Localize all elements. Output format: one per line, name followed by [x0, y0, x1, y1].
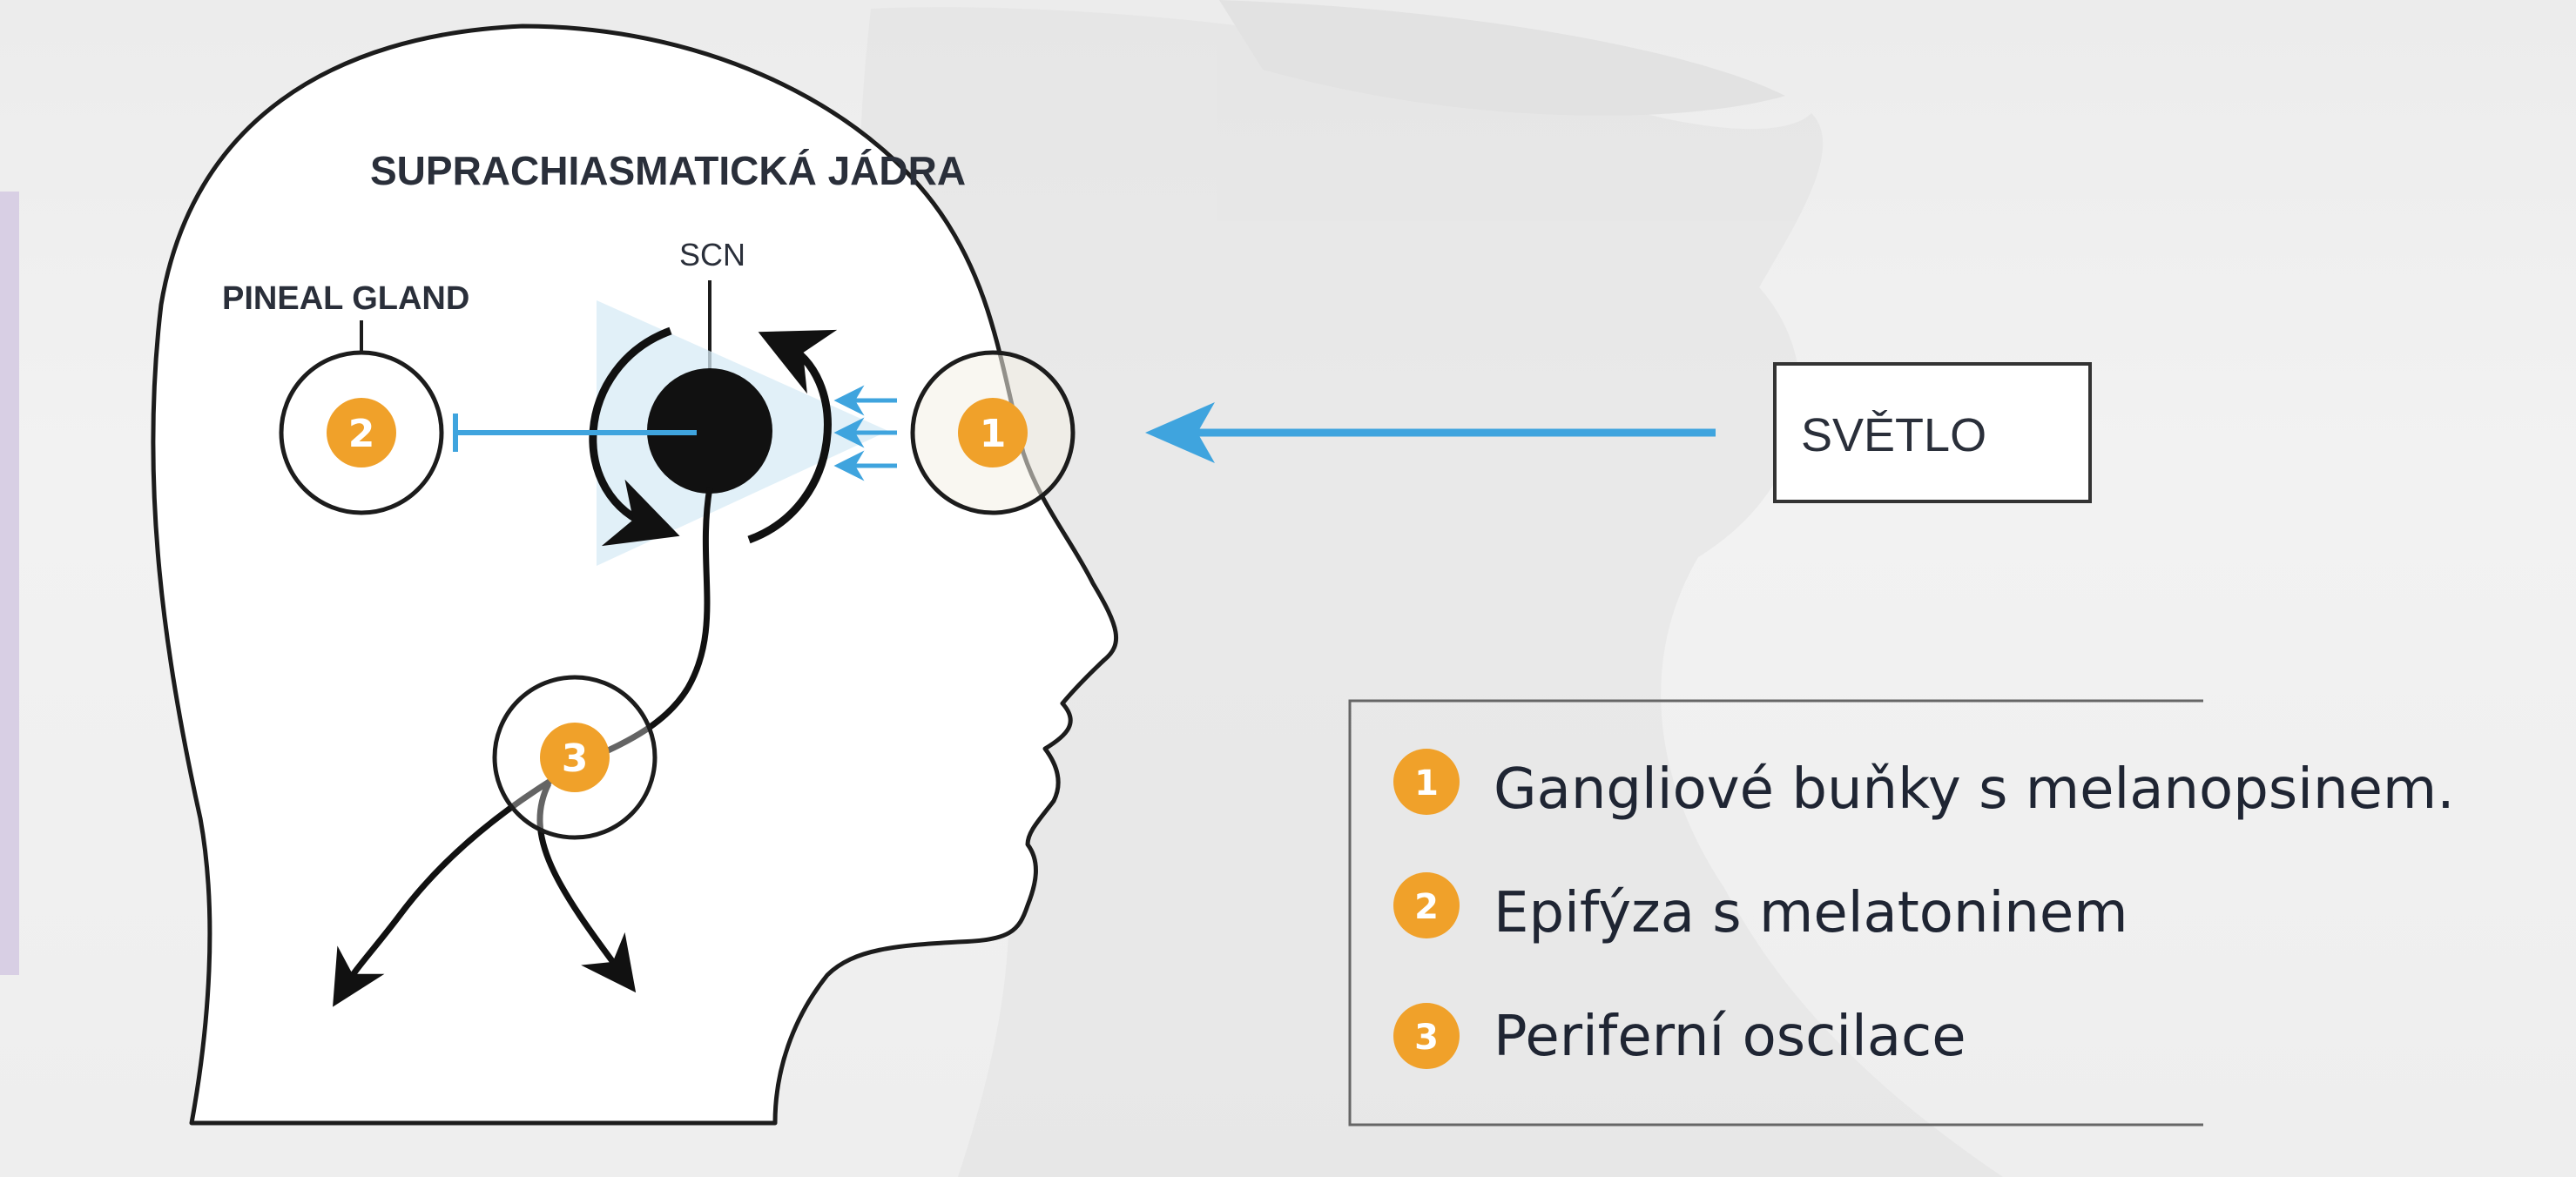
scn-label: SCN [679, 237, 745, 272]
legend-badge-number: 3 [1414, 1018, 1439, 1058]
light-box-label: SVĚTLO [1801, 409, 1986, 461]
legend-item-2: 2 Epifýza s melatoninem [1393, 872, 2128, 945]
eye-ganglion-marker: 1 [913, 353, 1073, 513]
diagram-heading: SUPRACHIASMATICKÁ JÁDRA [370, 148, 966, 193]
marker-number: 1 [980, 412, 1007, 456]
legend-badge-number: 2 [1414, 887, 1439, 927]
legend: 1 Gangliové buňky s melanopsinem. 2 Epif… [1350, 701, 2455, 1125]
marker-number: 2 [348, 412, 375, 456]
legend-badge-number: 1 [1414, 763, 1439, 804]
legend-item-1: 1 Gangliové buňky s melanopsinem. [1393, 749, 2455, 822]
left-edge-band [0, 192, 19, 975]
pineal-gland-label: PINEAL GLAND [222, 280, 469, 317]
pineal-gland-marker: 2 [281, 353, 442, 513]
peripheral-oscillator-marker: 3 [495, 677, 655, 837]
marker-number: 3 [562, 736, 589, 781]
light-box: SVĚTLO [1775, 364, 2090, 501]
legend-text: Epifýza s melatoninem [1494, 881, 2128, 945]
legend-text: Periferní oscilace [1494, 1005, 1966, 1069]
legend-text: Gangliové buňky s melanopsinem. [1494, 757, 2455, 822]
